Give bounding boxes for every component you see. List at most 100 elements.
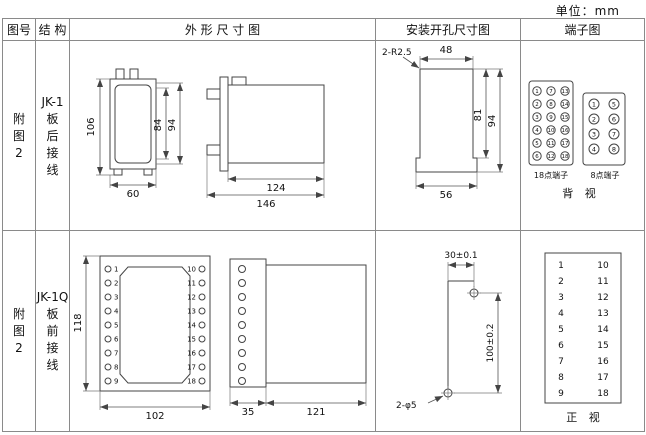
body <box>227 84 325 164</box>
terminal-block-18: 1 7 13 2 8 14 3 9 15 4 10 16 5 11 17 6 1 <box>528 80 574 166</box>
terminal-number: 17 <box>562 141 569 147</box>
terminal-number: 2 <box>535 102 539 108</box>
terminal-number: 13 <box>187 308 196 316</box>
wiring-char: 接 <box>46 145 59 160</box>
terminal-number: 7 <box>558 357 564 367</box>
fig-char: 图 <box>12 128 25 143</box>
terminal-number: 11 <box>597 277 608 287</box>
body <box>265 264 367 384</box>
terminal-number: 5 <box>612 101 616 109</box>
row1-install-drawing: 2-R2.5 48 81 94 56 <box>382 45 503 201</box>
rear-view-label: 背 视 <box>562 186 600 200</box>
dim-146: 146 <box>256 199 275 210</box>
terminal-number: 16 <box>562 128 569 134</box>
terminal-number: 18 <box>597 389 609 399</box>
dim-100: 100±0.2 <box>486 323 496 362</box>
terminal-pairs: 1 10 2 11 3 12 4 13 5 14 6 15 7 16 8 17 <box>558 261 609 399</box>
hole-note: 2-φ5 <box>396 401 417 411</box>
terminal-number: 12 <box>597 293 608 303</box>
terminal-strip <box>544 252 622 404</box>
terminal-number: 16 <box>187 350 196 358</box>
screw <box>115 68 125 80</box>
terminal-number: 13 <box>562 89 569 95</box>
terminal-number: 2 <box>592 116 596 124</box>
row1-install-cell: 2-R2.5 48 81 94 56 <box>376 41 521 231</box>
header-fig-no-label: 图号 <box>6 23 31 37</box>
foot <box>143 168 153 176</box>
row1-front-view: 106 84 94 60 <box>86 68 183 200</box>
row2-fig-no-cell: 附 图 2 <box>3 231 36 432</box>
terminal-number: 18 <box>187 378 196 386</box>
terminal-number: 16 <box>597 357 609 367</box>
connector-outline <box>119 266 191 384</box>
fig-char: 附 <box>12 111 25 126</box>
terminal-number: 10 <box>548 128 555 134</box>
terminal-number: 1 <box>114 266 118 274</box>
row2-fig-no: 附 图 2 <box>3 231 35 431</box>
row1-terminal-cell: 1 7 13 2 8 14 3 9 15 4 10 16 5 11 17 6 1 <box>521 41 645 231</box>
case-inner <box>114 84 152 164</box>
terminal-number: 4 <box>592 146 596 154</box>
foot <box>113 168 123 176</box>
fig-char: 图 <box>12 324 25 338</box>
dim-124: 124 <box>266 183 285 194</box>
terminal-18-label: 18点端子 <box>534 170 568 180</box>
dim-35: 35 <box>242 407 255 418</box>
terminal-number: 12 <box>548 154 555 160</box>
header-install: 安装开孔尺寸图 <box>376 19 521 41</box>
flange <box>219 76 229 172</box>
terminal-number: 3 <box>535 115 539 121</box>
spec-table: 图号 结 构 外 形 尺 寸 图 安装开孔尺寸图 端子图 附 图 2 JK-1 … <box>2 18 645 432</box>
terminal-number: 14 <box>597 325 609 335</box>
top-lug <box>231 76 247 86</box>
header-fig-no: 图号 <box>3 19 36 41</box>
terminal-number: 7 <box>549 89 553 95</box>
row1-side-view: 124 146 <box>206 76 325 210</box>
dim-60: 60 <box>127 189 140 200</box>
terminal-number: 1 <box>535 89 539 95</box>
terminal-number: 18 <box>562 154 569 160</box>
dim-118: 118 <box>73 313 84 332</box>
terminal-number: 3 <box>592 131 596 139</box>
case-outline <box>109 78 157 170</box>
terminal-number: 9 <box>549 115 553 121</box>
wiring-char: 后 <box>46 128 59 143</box>
fig-char: 2 <box>15 145 23 160</box>
row2-structure: JK-1Q 板 前 接 线 <box>36 231 69 431</box>
header-terminal-label: 端子图 <box>564 23 601 37</box>
terminal-number: 6 <box>612 116 616 124</box>
terminal-number: 10 <box>597 261 609 271</box>
dim-121: 121 <box>306 407 325 418</box>
terminal-number: 15 <box>562 115 569 121</box>
header-install-label: 安装开孔尺寸图 <box>405 23 490 37</box>
stud <box>206 144 221 156</box>
wiring-char: 接 <box>46 341 59 355</box>
row1-outline-cell: 106 84 94 60 <box>70 41 376 231</box>
terminal-block-8: 1 5 2 6 3 7 4 8 <box>582 92 626 166</box>
dim-48: 48 <box>440 45 453 56</box>
terminal-number: 15 <box>187 336 196 344</box>
header-outline: 外 形 尺 寸 图 <box>70 19 376 41</box>
terminal-8-label: 8点端子 <box>590 170 619 180</box>
wiring-char: 板 <box>46 111 59 126</box>
row1-fig-no-cell: 附 图 2 <box>3 41 36 231</box>
dim-56: 56 <box>440 190 453 201</box>
row2-front-view: 1 2 3 4 5 6 7 8 9 10 11 12 13 14 15 16 1 <box>73 255 211 422</box>
terminal-number: 1 <box>558 261 564 271</box>
row2-terminal-cell: 1 10 2 11 3 12 4 13 5 14 6 15 7 16 8 17 <box>521 231 645 432</box>
model-label: JK-1 <box>41 94 64 109</box>
terminal-number: 8 <box>612 146 616 154</box>
wiring-char: 线 <box>46 358 59 372</box>
row2-outline-cell: 1 2 3 4 5 6 7 8 9 10 11 12 13 14 15 16 1 <box>70 231 376 432</box>
wiring-char: 板 <box>46 307 59 321</box>
header-structure: 结 构 <box>36 19 70 41</box>
stud <box>206 88 221 100</box>
dim-102: 102 <box>145 411 164 422</box>
terminal-number: 2 <box>114 280 118 288</box>
screw <box>129 68 139 80</box>
terminal-number: 3 <box>114 294 118 302</box>
terminal-number: 7 <box>114 350 118 358</box>
row2-outline-drawing: 1 2 3 4 5 6 7 8 9 10 11 12 13 14 15 16 1 <box>73 255 367 422</box>
fig-char: 附 <box>12 307 25 321</box>
terminal-number: 11 <box>187 280 196 288</box>
